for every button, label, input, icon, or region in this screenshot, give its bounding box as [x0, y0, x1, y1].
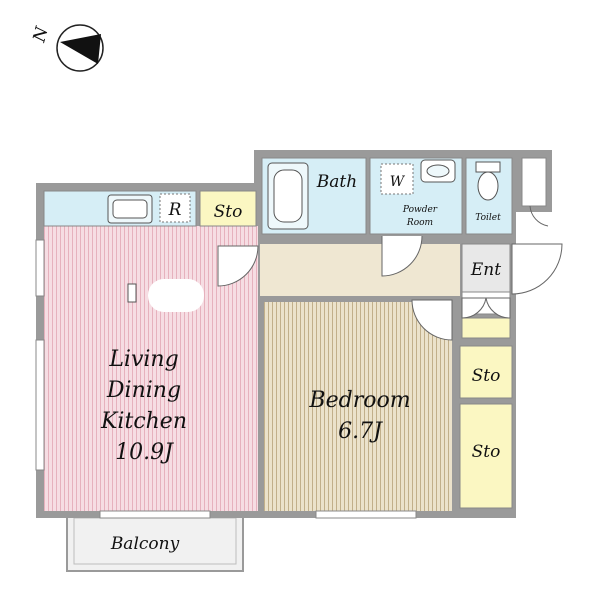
storage-right-2: Sto [459, 403, 513, 509]
compass-needle-icon [60, 34, 101, 64]
storage-right-1: Sto [459, 345, 513, 399]
washer-space [380, 163, 414, 195]
storage-right-1-label: Sto [472, 366, 501, 386]
compass: N [29, 24, 104, 72]
bath-room: Bath [261, 157, 367, 235]
door-swings [217, 205, 563, 341]
storage-top-label: Sto [214, 202, 243, 222]
toilet-icon [475, 161, 501, 173]
balcony-label: Balcony [110, 534, 180, 554]
toilet-label: Toilet [475, 213, 501, 223]
refrigerator-label: R [168, 200, 182, 220]
powder-room-label-line1: Powder [402, 205, 438, 215]
storage-right-2-label: Sto [472, 442, 501, 462]
powder-room-label-line2: Room [406, 218, 433, 228]
entrance-label: Ent [470, 260, 501, 280]
compass-label: N [29, 24, 53, 46]
ldk-label-line1: Living [108, 347, 178, 372]
toilet-room: Toilet [465, 157, 513, 235]
refrigerator-space [159, 193, 191, 223]
ldk-size: 10.9J [115, 440, 174, 465]
windows [35, 239, 417, 519]
bedroom-size: 6.7J [338, 419, 383, 444]
entrance: Ent [461, 243, 511, 339]
storage-top: Sto [199, 190, 257, 227]
bath-label: Bath [316, 172, 357, 192]
washer-label: W [390, 174, 406, 190]
ldk-room: R Living Dining Kitchen 10.9J [43, 190, 258, 511]
balcony: Balcony [66, 515, 244, 572]
corridor [260, 244, 460, 296]
ldk-label-line3: Kitchen [100, 409, 187, 434]
powder-room: W Powder Room [369, 157, 463, 235]
exterior-closet [521, 157, 547, 207]
bedroom-label: Bedroom [308, 388, 410, 413]
bedroom: Bedroom 6.7J [264, 302, 452, 511]
ldk-label-line2: Dining [106, 378, 181, 403]
